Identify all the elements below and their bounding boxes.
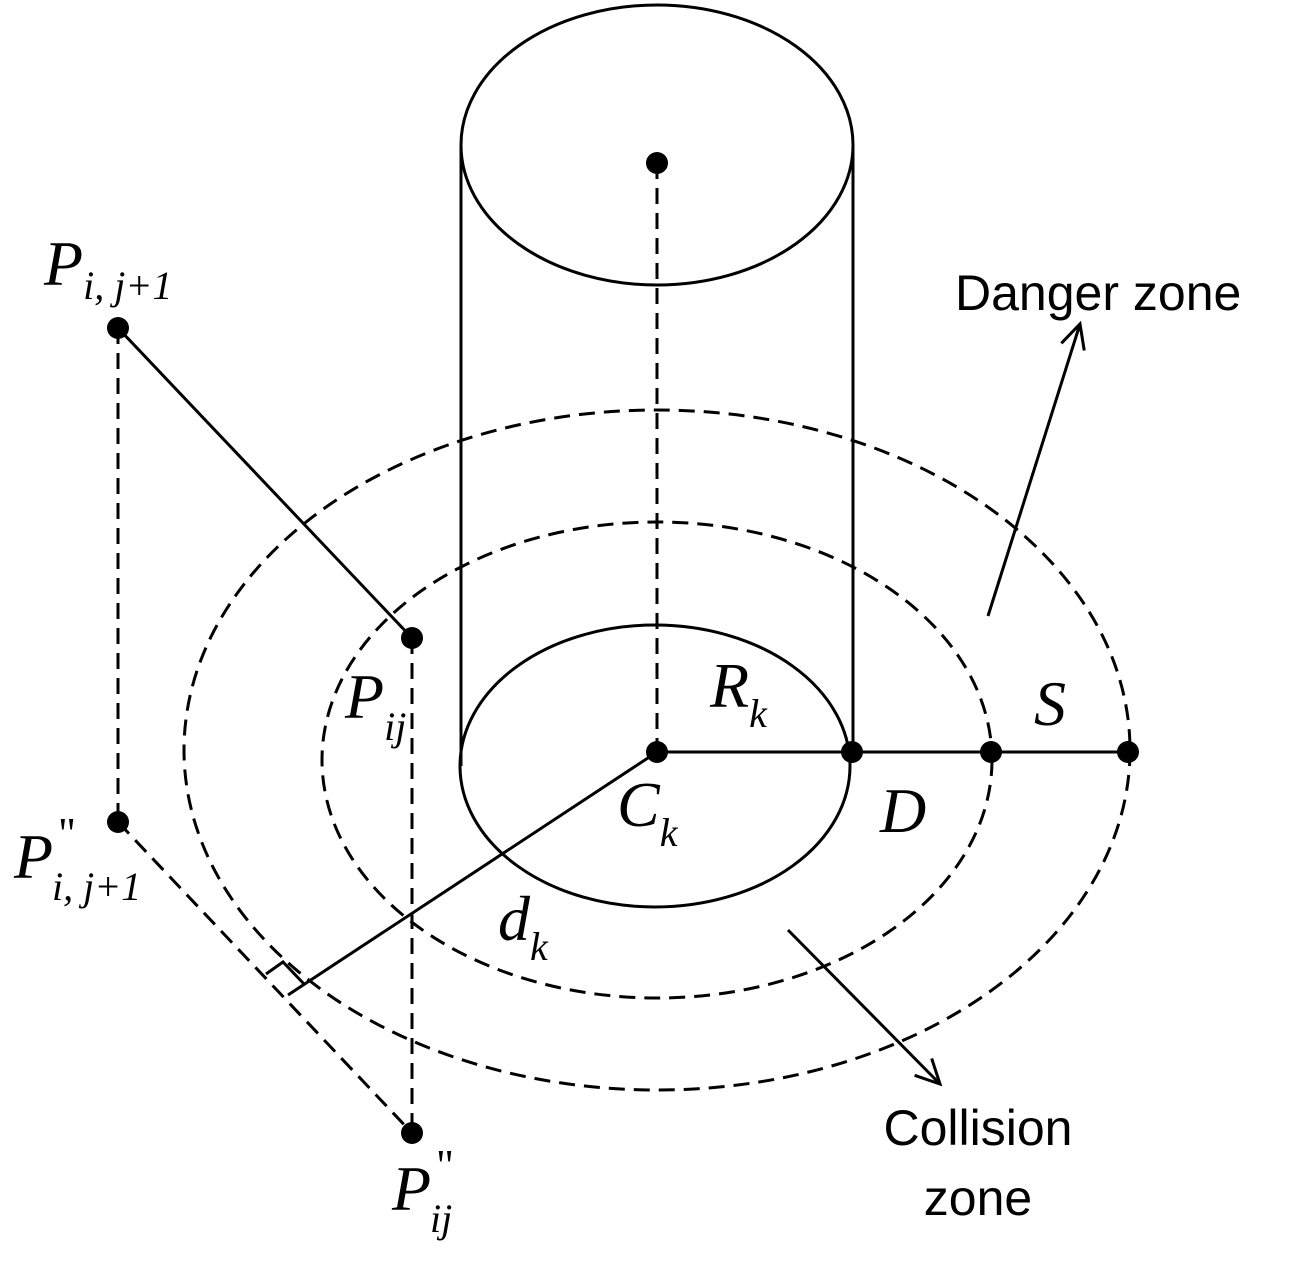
point-p-i-j1 (107, 317, 129, 339)
label-p-i-j1: Pi, j+1 (43, 228, 172, 308)
point-p-ij-proj (401, 1122, 423, 1144)
label-p-ij-proj: P (391, 1153, 431, 1224)
label-p-i-j1-proj-sup: " (58, 809, 76, 858)
danger-zone-label: Danger zone (955, 265, 1241, 321)
label-p-ij: Pij (344, 661, 406, 749)
projected-segment (116, 820, 414, 1135)
label-r-k: Rk (709, 650, 768, 736)
collision-zone-label-line2: zone (924, 1170, 1032, 1226)
point-p-ij (401, 627, 423, 649)
label-p-ij-proj-sup: " (436, 1141, 454, 1190)
collision-zone-label-line1: Collision (884, 1100, 1073, 1156)
label-p-i-j1-proj-sub: i, j+1 (52, 864, 141, 909)
right-angle-marker (265, 960, 307, 987)
path-segment (116, 326, 414, 640)
top-center-point (646, 152, 668, 174)
label-p-ij-proj-sub: ij (430, 1196, 452, 1241)
label-d: D (879, 775, 926, 846)
label-p-i-j1-proj: P (13, 821, 53, 892)
point-collision-edge (980, 741, 1002, 763)
label-d-k: dk (498, 883, 549, 969)
point-danger-edge (1117, 741, 1139, 763)
danger-zone-arrow (986, 320, 1086, 617)
point-p-i-j1-proj (107, 811, 129, 833)
cylinder-base-ellipse (458, 623, 852, 909)
label-c-k: Ck (617, 769, 679, 855)
point-c-k (646, 741, 668, 763)
collision-zone-arrow (786, 928, 943, 1087)
distance-line-dk (287, 750, 658, 997)
label-s: S (1034, 668, 1066, 739)
point-cylinder-edge (841, 741, 863, 763)
